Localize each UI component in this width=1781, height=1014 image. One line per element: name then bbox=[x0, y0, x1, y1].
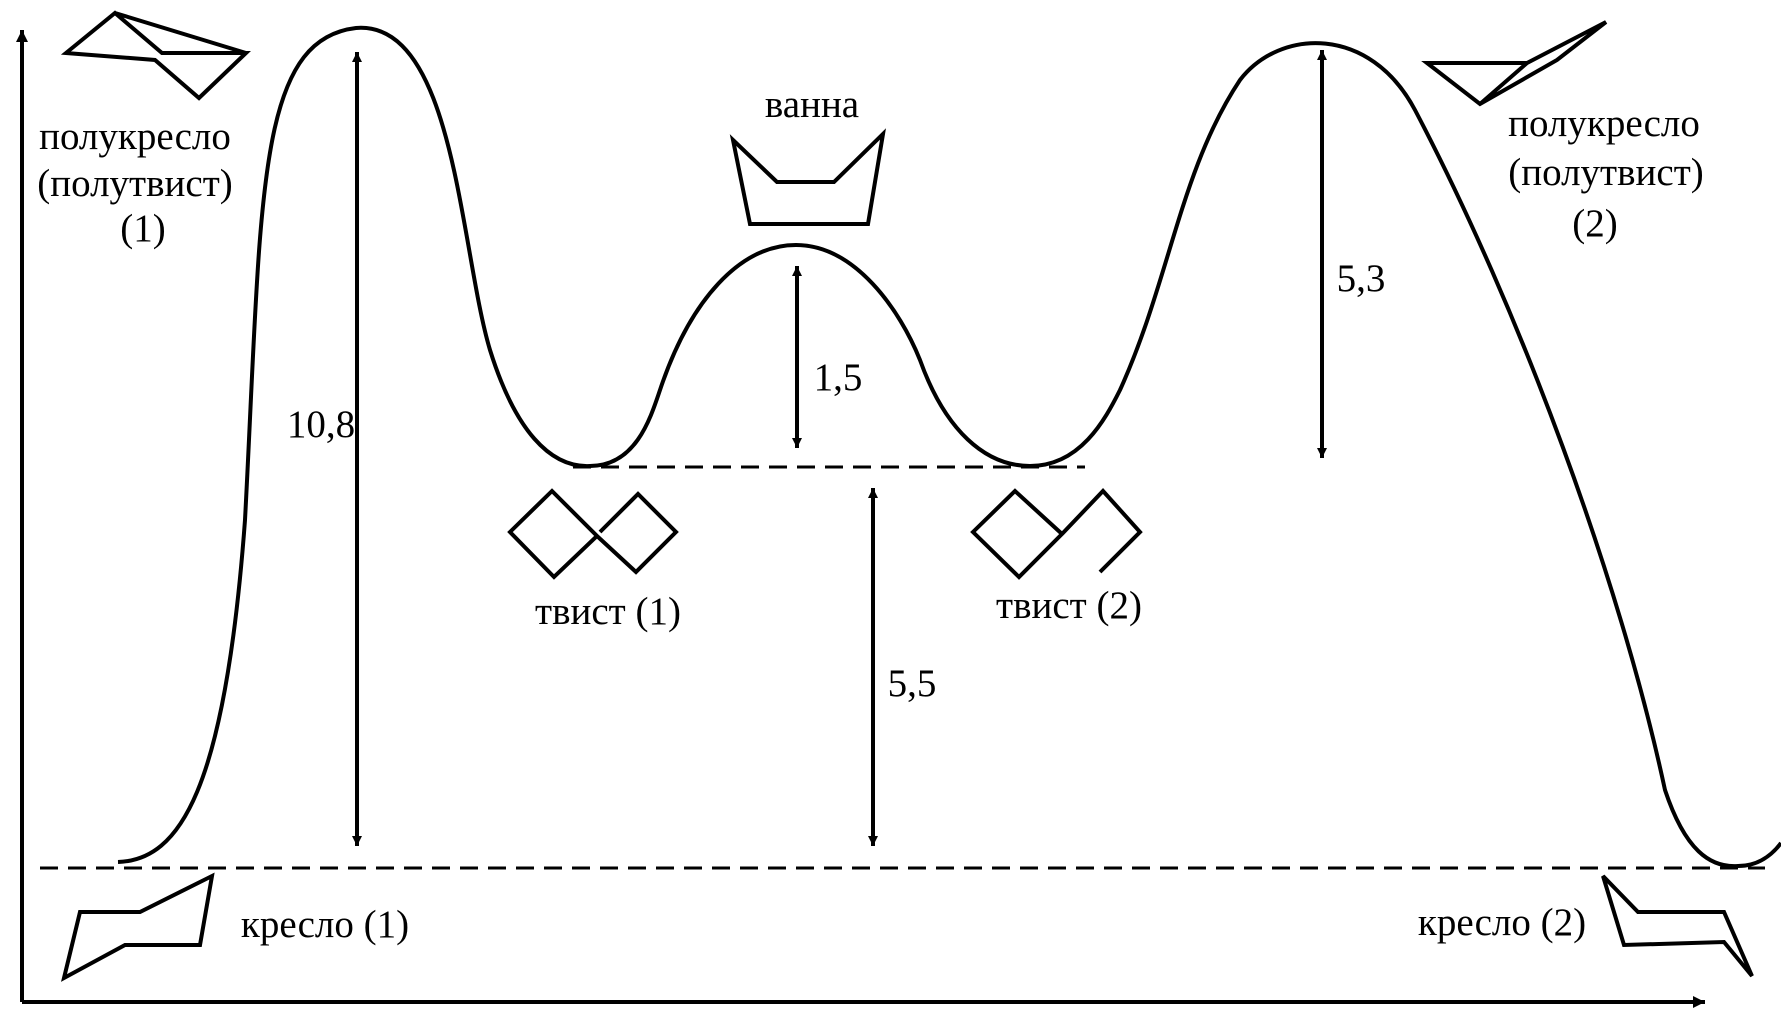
energy-value-1-5: 1,5 bbox=[814, 356, 863, 399]
half-chair-2-icon bbox=[1421, 20, 1608, 107]
half-chair-1-label-line3: (1) bbox=[120, 207, 165, 250]
half-chair-2-label-line2: (полутвист) bbox=[1508, 151, 1703, 194]
half-chair-1-label-line2: (полутвист) bbox=[37, 162, 232, 205]
boat-icon bbox=[729, 128, 886, 226]
twist-2-icon bbox=[970, 488, 1143, 580]
half-chair-2-label-line1: полукресло bbox=[1508, 102, 1700, 145]
chair-2-icon bbox=[1601, 874, 1754, 978]
energy-value-5-3: 5,3 bbox=[1337, 257, 1386, 300]
boat-label: ванна bbox=[765, 83, 859, 126]
energy-value-5-5: 5,5 bbox=[888, 662, 937, 705]
twist-1-label: твист (1) bbox=[535, 590, 681, 633]
chair-2-label: кресло (2) bbox=[1418, 901, 1586, 944]
energy-curve bbox=[117, 25, 1781, 869]
half-chair-1-icon bbox=[60, 10, 251, 101]
chair-1-icon bbox=[60, 872, 215, 982]
half-chair-2-label-line3: (2) bbox=[1572, 202, 1617, 245]
twist-1-icon bbox=[507, 488, 679, 580]
half-chair-1-label-line1: полукресло bbox=[39, 115, 231, 158]
twist-2-label: твист (2) bbox=[996, 584, 1142, 627]
chair-1-label: кресло (1) bbox=[241, 903, 409, 946]
energy-value-10-8: 10,8 bbox=[287, 403, 355, 446]
